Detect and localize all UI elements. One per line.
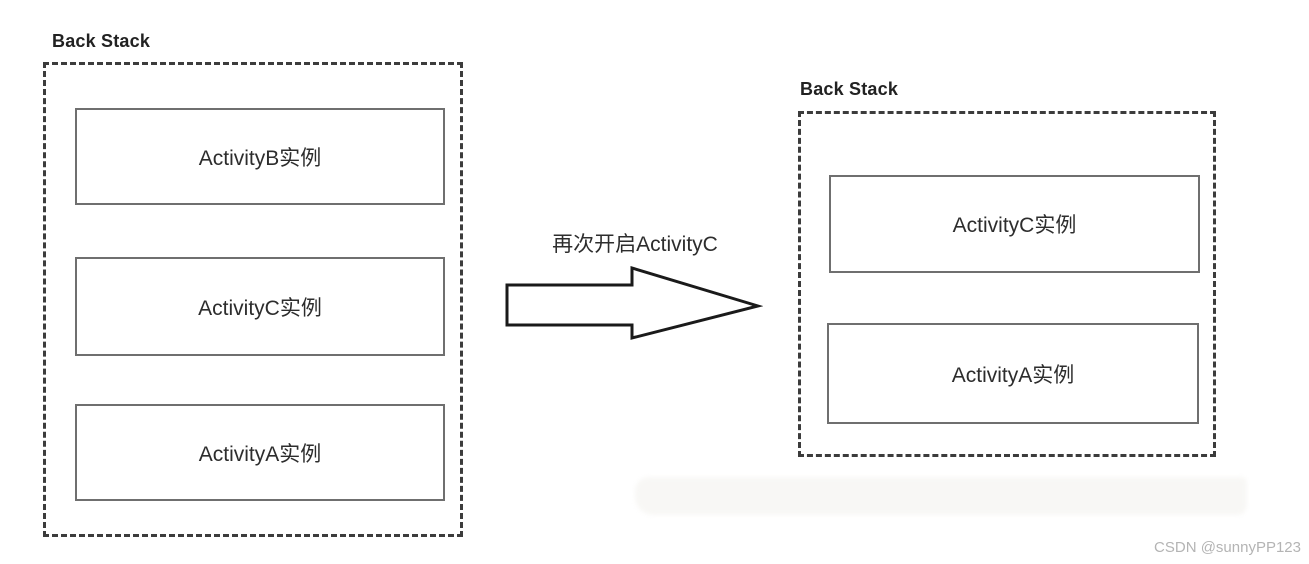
right-stack-item-activity-a-label: ActivityA实例 <box>951 363 1075 387</box>
left-stack-frame: ActivityB实例 ActivityC实例 ActivityA实例 <box>43 62 463 537</box>
left-stack-item-activity-a-label: ActivityA实例 <box>198 442 322 466</box>
right-block-arrow-icon <box>505 265 763 340</box>
left-stack-item-activity-b-label: ActivityB实例 <box>198 146 322 170</box>
transition-arrow-group: 再次开启ActivityC <box>505 228 765 348</box>
csdn-watermark: CSDN @sunnyPP123 <box>1154 539 1301 556</box>
right-stack-frame: ActivityC实例 ActivityA实例 <box>798 111 1216 457</box>
transition-arrow-label: 再次开启ActivityC <box>552 233 718 256</box>
right-stack-item-activity-c: ActivityC实例 <box>829 175 1200 273</box>
left-stack-item-activity-b: ActivityB实例 <box>75 108 445 205</box>
erased-watermark-smudge <box>635 477 1247 515</box>
left-stack-title: Back Stack <box>52 31 151 51</box>
right-stack-item-activity-a: ActivityA实例 <box>827 323 1199 424</box>
left-stack-item-activity-c: ActivityC实例 <box>75 257 445 356</box>
left-stack-item-activity-c-label: ActivityC实例 <box>198 296 322 320</box>
left-stack-item-activity-a: ActivityA实例 <box>75 404 445 501</box>
right-stack-item-activity-c-label: ActivityC实例 <box>952 214 1077 237</box>
right-stack-title: Back Stack <box>800 79 899 99</box>
